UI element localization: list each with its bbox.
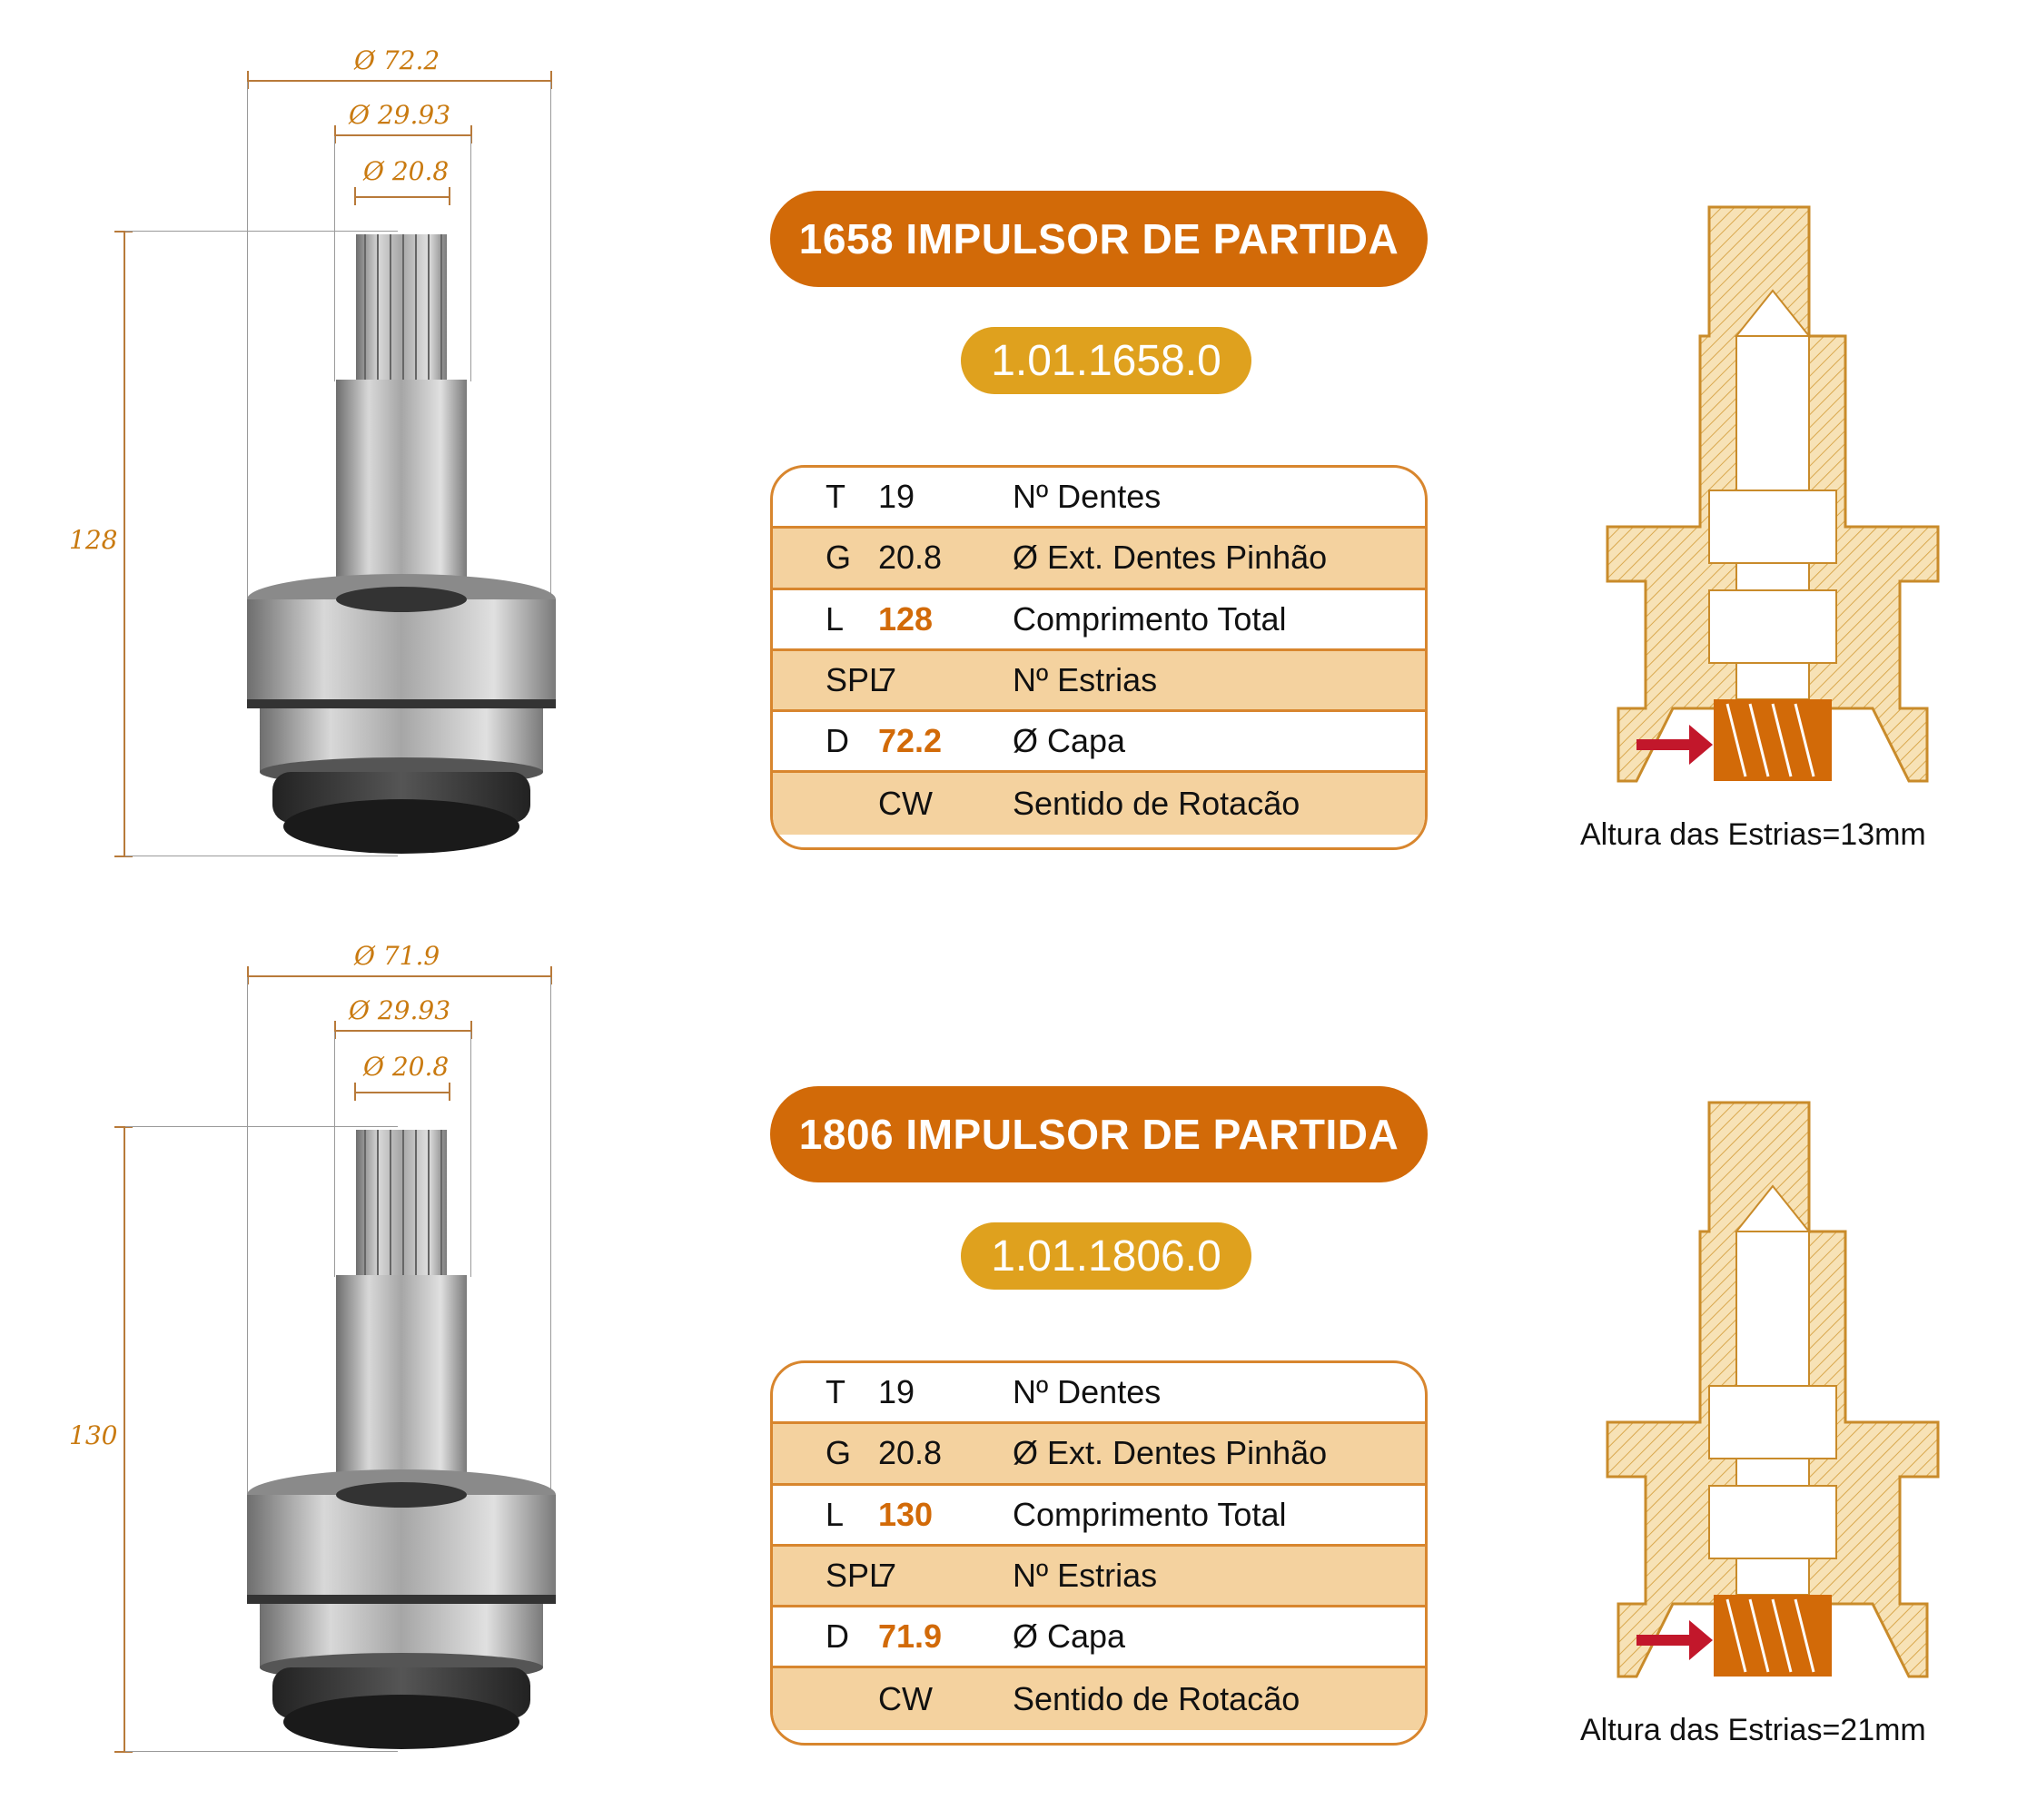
spec-value: 19 [878, 478, 915, 516]
spec-label: Nº Estrias [1013, 661, 1158, 699]
spec-label: Comprimento Total [1013, 1495, 1287, 1533]
inner-diameter-label: Ø 20.8 [363, 156, 450, 186]
spec-label: Comprimento Total [1013, 599, 1287, 638]
spec-value: 7 [878, 1557, 897, 1595]
length-label: 130 [69, 1420, 118, 1450]
product-section: Ø 71.9 Ø 29.93 Ø 20.8 130 [0, 895, 2027, 1804]
starter-drive-photo [247, 234, 556, 854]
spec-value: CW [878, 1680, 933, 1718]
spec-row: D 71.9 Ø Capa [773, 1607, 1425, 1669]
spline-height-caption: Altura das Estrias=13mm [1580, 817, 1926, 852]
spec-key: SPL [826, 1557, 888, 1595]
product-title: 1806 IMPULSOR DE PARTIDA [770, 1086, 1428, 1182]
spec-row: T 19 Nº Dentes [773, 468, 1425, 529]
spec-row: L 128 Comprimento Total [773, 590, 1425, 651]
spec-key: D [826, 722, 849, 760]
spec-label: Nº Dentes [1013, 478, 1162, 516]
spec-key: G [826, 539, 852, 577]
spec-value: 19 [878, 1373, 915, 1411]
product-section: Ø 72.2 Ø 29.93 Ø 20.8 128 [0, 0, 2027, 908]
outer-diameter-label: Ø 72.2 [354, 45, 440, 75]
spec-label: Ø Capa [1013, 722, 1126, 760]
spec-label: Ø Ext. Dentes Pinhão [1013, 1434, 1328, 1472]
spec-label: Sentido de Rotacão [1013, 1680, 1300, 1718]
spec-value: CW [878, 785, 933, 823]
spec-label: Sentido de Rotacão [1013, 785, 1300, 823]
spec-row: CW Sentido de Rotacão [773, 1668, 1425, 1730]
spec-value: 128 [878, 599, 934, 638]
spec-label: Nº Estrias [1013, 1557, 1158, 1595]
product-code: 1.01.1658.0 [961, 327, 1251, 394]
cross-section-drawing [1606, 205, 1940, 783]
product-code: 1.01.1806.0 [961, 1222, 1251, 1290]
spec-row: G 20.8 Ø Ext. Dentes Pinhão [773, 1424, 1425, 1486]
spec-value: 71.9 [878, 1617, 943, 1656]
spec-label: Ø Capa [1013, 1617, 1126, 1656]
spec-key: SPL [826, 661, 888, 699]
spec-key: L [826, 1495, 845, 1533]
mid-diameter-label: Ø 29.93 [349, 100, 451, 130]
cross-section-drawing [1606, 1101, 1940, 1678]
product-title: 1658 IMPULSOR DE PARTIDA [770, 191, 1428, 287]
spec-label: Ø Ext. Dentes Pinhão [1013, 539, 1328, 577]
spec-row: CW Sentido de Rotacão [773, 773, 1425, 835]
spec-value: 130 [878, 1495, 934, 1533]
spec-value: 72.2 [878, 722, 943, 760]
spec-value: 20.8 [878, 1434, 943, 1472]
spec-key: T [826, 478, 845, 516]
spec-value: 7 [878, 661, 897, 699]
starter-drive-photo [247, 1130, 556, 1749]
spec-row: T 19 Nº Dentes [773, 1363, 1425, 1425]
spec-value: 20.8 [878, 539, 943, 577]
length-label: 128 [69, 525, 118, 555]
spec-label: Nº Dentes [1013, 1373, 1162, 1411]
outer-diameter-label: Ø 71.9 [354, 941, 440, 971]
mid-diameter-label: Ø 29.93 [349, 995, 451, 1025]
spec-key: G [826, 1434, 852, 1472]
spec-key: L [826, 599, 845, 638]
inner-diameter-label: Ø 20.8 [363, 1052, 450, 1082]
spec-row: L 130 Comprimento Total [773, 1486, 1425, 1547]
spec-row: G 20.8 Ø Ext. Dentes Pinhão [773, 529, 1425, 590]
spec-key: T [826, 1373, 845, 1411]
spline-height-caption: Altura das Estrias=21mm [1580, 1713, 1926, 1747]
spec-key: D [826, 1617, 849, 1656]
spec-row: D 72.2 Ø Capa [773, 712, 1425, 774]
